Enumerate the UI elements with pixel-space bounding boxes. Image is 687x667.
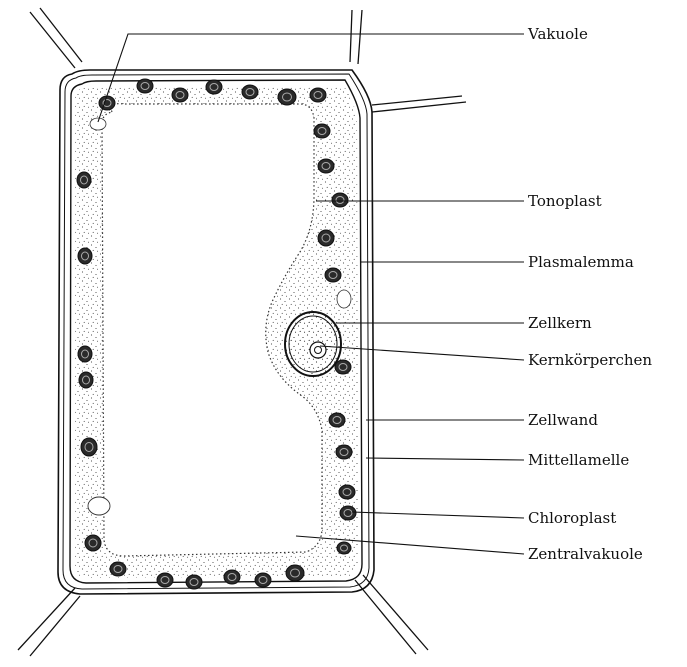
leader-line-chloroplast	[352, 512, 524, 518]
small-vacuole	[337, 290, 351, 308]
nucleus	[285, 312, 341, 376]
chloroplast	[224, 570, 240, 584]
chloroplast	[99, 96, 115, 110]
labels: Vakuole Tonoplast Plasmalemma Zellkern K…	[527, 25, 652, 563]
label-chloroplast: Chloroplast	[528, 509, 616, 527]
chloroplast	[325, 268, 341, 282]
chloroplast	[172, 88, 188, 102]
chloroplast	[329, 413, 345, 427]
chloroplast	[81, 438, 97, 456]
chloroplast	[318, 159, 334, 173]
chloroplast	[314, 124, 330, 138]
label-zellkern: Zellkern	[528, 314, 592, 332]
chloroplast	[339, 485, 355, 499]
label-plasmalemma: Plasmalemma	[528, 253, 634, 271]
small-vacuole	[90, 118, 106, 130]
chloroplast	[110, 562, 126, 576]
chloroplast	[78, 346, 92, 362]
label-tonoplast: Tonoplast	[528, 192, 602, 210]
chloroplast	[337, 542, 351, 554]
chloroplast	[255, 573, 271, 587]
chloroplast	[85, 535, 101, 551]
chloroplast	[157, 573, 173, 587]
chloroplast	[137, 79, 153, 93]
chloroplast	[336, 445, 352, 459]
small-vacuole	[88, 497, 110, 515]
label-zentralvakuole: Zentralvakuole	[528, 545, 643, 563]
label-zellwand: Zellwand	[528, 411, 598, 429]
chloroplast	[79, 372, 93, 388]
chloroplast	[286, 565, 304, 581]
chloroplast	[78, 248, 92, 264]
chloroplast	[242, 85, 258, 99]
chloroplast	[335, 360, 351, 374]
chloroplast	[332, 193, 348, 207]
label-vakuole: Vakuole	[527, 25, 588, 43]
chloroplast	[186, 575, 202, 589]
chloroplast	[340, 506, 356, 520]
chloroplast	[206, 80, 222, 94]
label-kernkoerperchen: Kernkörperchen	[528, 351, 652, 369]
label-mittellamelle: Mittellamelle	[528, 451, 629, 469]
leader-line-mittellamelle	[366, 458, 524, 460]
chloroplast	[77, 172, 91, 188]
chloroplast	[318, 230, 334, 246]
chloroplast	[310, 88, 326, 102]
nucleolus	[310, 342, 326, 358]
chloroplast	[278, 89, 296, 105]
